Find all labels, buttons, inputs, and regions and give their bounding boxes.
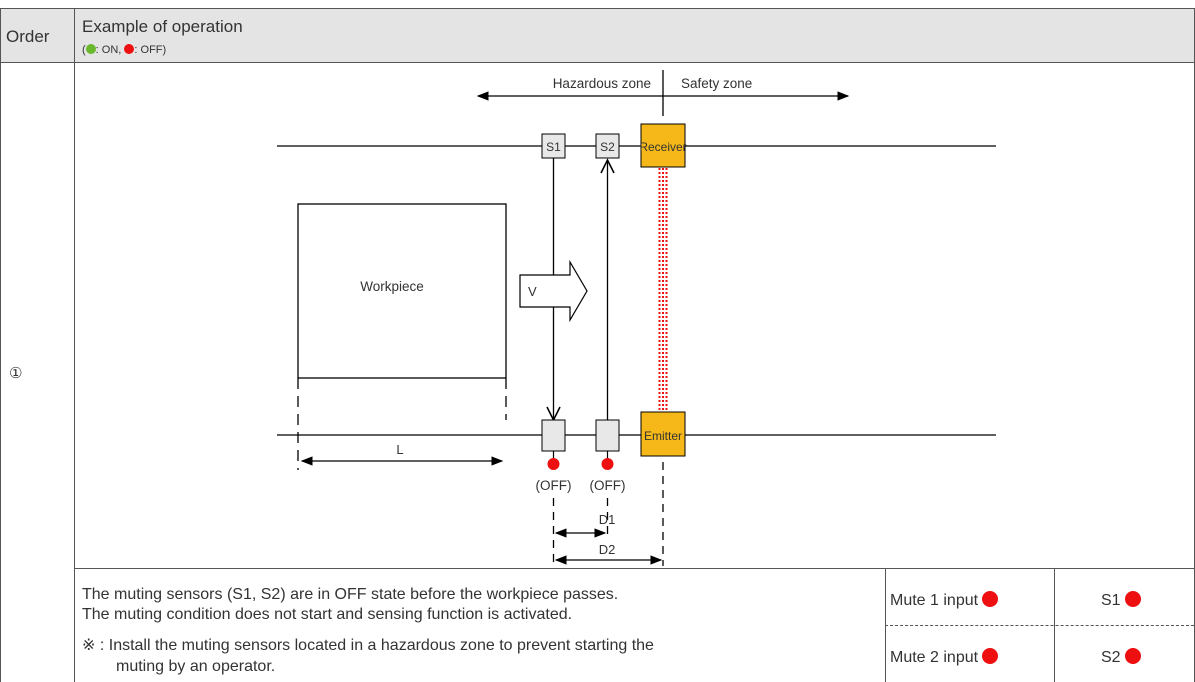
legend-off-label: : OFF)	[134, 44, 167, 56]
light-beam	[658, 168, 668, 412]
legend-open: (	[82, 44, 86, 56]
velocity-label: V	[528, 284, 537, 299]
legend-on-label: : ON,	[95, 44, 125, 56]
legend: ( : ON, : OFF)	[82, 44, 166, 56]
mute1-off-dot-icon	[982, 591, 999, 607]
order-column-divider	[74, 8, 75, 682]
sensor-s1-bottom	[541, 419, 566, 452]
mute2-off-dot-icon	[982, 648, 999, 664]
description-line-1: The muting sensors (S1, S2) are in OFF s…	[82, 586, 619, 603]
mute1-label: Mute 1 input	[890, 592, 979, 609]
order-header: Order	[6, 27, 50, 46]
description-line-2: The muting condition does not start and …	[82, 606, 573, 623]
table-left-border	[0, 8, 1, 682]
s2-status: S2	[1101, 648, 1141, 667]
d2-label: D2	[599, 542, 616, 557]
s1-off-label: (OFF)	[536, 478, 572, 493]
mute1-status: Mute 1 input	[890, 591, 999, 610]
on-dot-icon	[85, 44, 96, 54]
s1-status-label: S1	[1101, 592, 1121, 609]
length-label: L	[396, 442, 403, 457]
diagram-bottom-border	[74, 568, 1194, 569]
safety-zone-label: Safety zone	[681, 76, 752, 91]
s2-status-off-dot-icon	[1124, 648, 1141, 664]
s2-label: S2	[600, 140, 615, 154]
description-line-4: muting by an operator.	[116, 658, 276, 675]
sensor-s2	[595, 133, 620, 159]
table-header	[0, 8, 1195, 63]
s2-off-label: (OFF)	[590, 478, 626, 493]
workpiece-label: Workpiece	[360, 279, 424, 294]
sensor-s2-bottom	[595, 419, 620, 452]
hazardous-zone-label: Hazardous zone	[553, 76, 651, 91]
receiver-label: Receiver	[639, 140, 686, 154]
d1-label: D1	[599, 512, 616, 527]
velocity-arrow	[519, 259, 588, 323]
status-row-divider	[885, 625, 1194, 626]
s2-status-label: S2	[1101, 649, 1121, 666]
step-number: ①	[9, 365, 23, 382]
mute2-label: Mute 2 input	[890, 649, 979, 666]
emitter-label: Emitter	[644, 429, 682, 443]
receiver-box	[640, 123, 686, 168]
description-line-3: ※ : Install the muting sensors located i…	[82, 637, 654, 654]
emitter-box	[640, 411, 686, 457]
s1-status-off-dot-icon	[1124, 591, 1141, 607]
off-dot-icon	[124, 44, 135, 54]
mute2-status: Mute 2 input	[890, 648, 999, 667]
s1-status: S1	[1101, 591, 1141, 610]
s1-off-dot	[547, 458, 560, 470]
s2-off-dot	[601, 458, 614, 470]
workpiece-box	[297, 203, 507, 379]
s1-label: S1	[546, 140, 561, 154]
example-header: Example of operation	[82, 17, 243, 36]
